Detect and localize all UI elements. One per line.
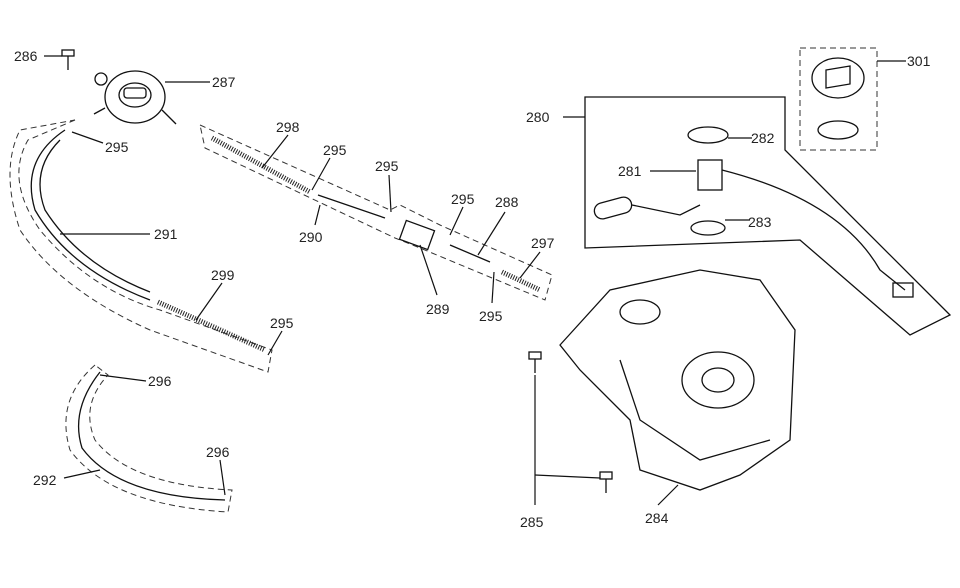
label-289: 289 xyxy=(426,301,450,317)
fuel-cap-301 xyxy=(799,47,878,151)
label-288: 288 xyxy=(495,194,519,210)
label-292: 292 xyxy=(33,472,57,488)
label-281: 281 xyxy=(618,163,642,179)
fuel-pump-box-280 xyxy=(584,96,952,336)
label-291: 291 xyxy=(154,226,178,242)
label-295: 295 xyxy=(479,308,503,324)
label-296: 296 xyxy=(206,444,230,460)
label-286: 286 xyxy=(14,48,38,64)
label-287: 287 xyxy=(212,74,236,90)
label-298: 298 xyxy=(276,119,300,135)
hose-291 xyxy=(9,119,273,373)
label-284: 284 xyxy=(645,510,669,526)
label-295: 295 xyxy=(451,191,475,207)
leader-lines xyxy=(44,55,906,506)
bolt-286 xyxy=(61,49,75,70)
label-301: 301 xyxy=(907,53,931,69)
label-296: 296 xyxy=(148,373,172,389)
label-295: 295 xyxy=(270,315,294,331)
fuel-tank-284 xyxy=(559,269,796,491)
hose-292 xyxy=(65,364,233,513)
label-295: 295 xyxy=(375,158,399,174)
label-299: 299 xyxy=(211,267,235,283)
label-295: 295 xyxy=(323,142,347,158)
hose-assembly xyxy=(199,124,553,301)
label-280: 280 xyxy=(526,109,550,125)
fuel-valve-287 xyxy=(93,70,177,125)
label-285: 285 xyxy=(520,514,544,530)
label-290: 290 xyxy=(299,229,323,245)
label-282: 282 xyxy=(751,130,775,146)
bolts-285 xyxy=(528,351,613,493)
label-283: 283 xyxy=(748,214,772,230)
label-297: 297 xyxy=(531,235,555,251)
label-295: 295 xyxy=(105,139,129,155)
part-labels: 286 287 295 291 299 295 296 292 296 298 … xyxy=(14,48,931,530)
